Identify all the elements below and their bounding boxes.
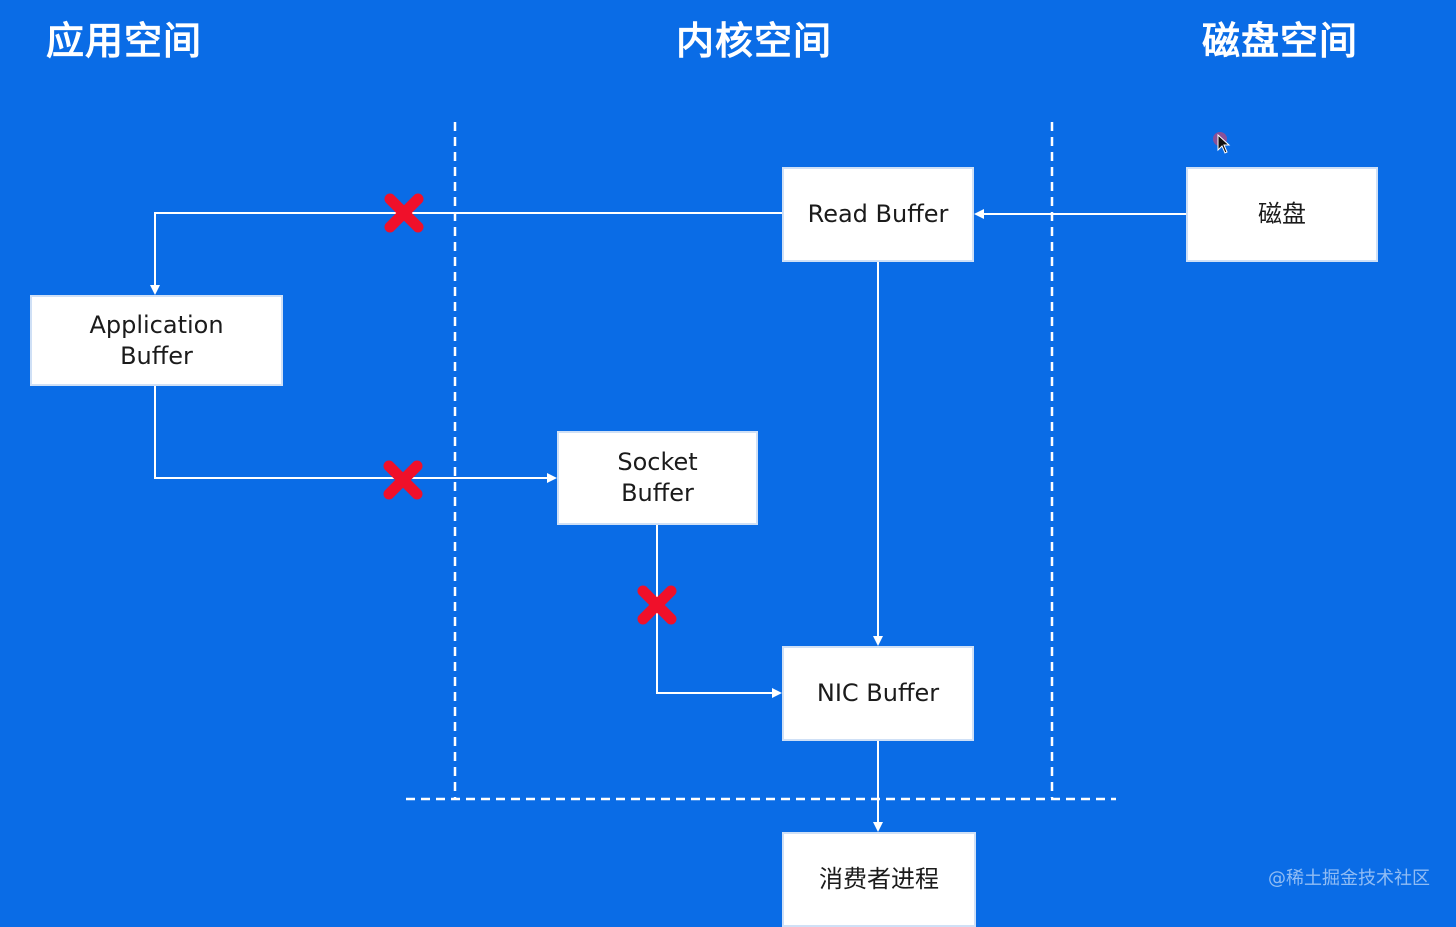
arrow-socket-to-nic-buffer: [656, 525, 782, 698]
cross-icon: [637, 585, 677, 625]
socket-buffer-node: Socket Buffer: [557, 431, 758, 525]
socket-buffer-label: Socket Buffer: [617, 448, 698, 507]
disk-node: 磁盘: [1186, 167, 1378, 262]
mouse-cursor-icon: [1213, 132, 1231, 154]
application-buffer-label: Application Buffer: [89, 310, 224, 370]
disk-label: 磁盘: [1258, 200, 1306, 228]
read-buffer-label: Read Buffer: [807, 200, 949, 228]
arrow-application-to-socket-buffer: [154, 386, 557, 483]
cross-icon: [383, 460, 423, 500]
consumer-process-label: 消费者进程: [819, 865, 939, 893]
application-buffer-node: Application Buffer: [30, 295, 283, 386]
nic-buffer-label: NIC Buffer: [816, 679, 940, 707]
consumer-process-node: 消费者进程: [782, 832, 976, 927]
kernel-space-title: 内核空间: [676, 19, 833, 63]
arrow-read-to-application-buffer: [150, 212, 782, 295]
app-space-title: 应用空间: [46, 19, 203, 63]
nic-buffer-node: NIC Buffer: [782, 646, 974, 741]
disk-space-title: 磁盘空间: [1202, 19, 1359, 63]
read-buffer-node: Read Buffer: [782, 167, 974, 262]
watermark: @稀土掘金技术社区: [1268, 868, 1430, 889]
cross-icon: [384, 193, 424, 233]
